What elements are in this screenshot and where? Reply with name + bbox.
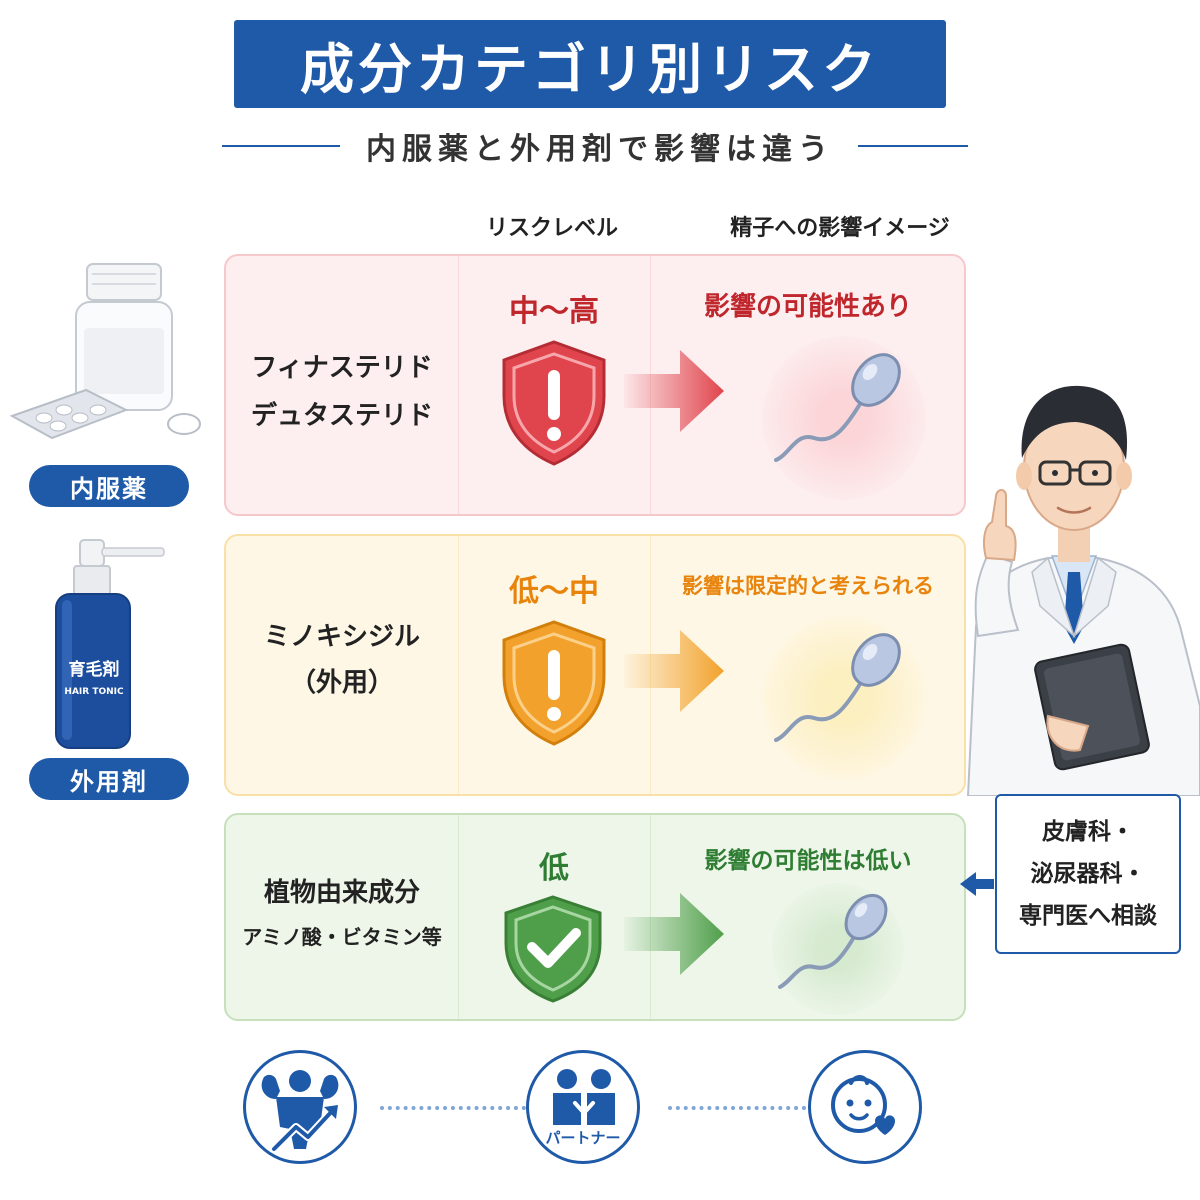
pill-bottle-icon	[9, 263, 201, 440]
strength-icon	[243, 1050, 357, 1164]
sperm-icon	[772, 883, 904, 1015]
ingredient-name: ミノキシジル （外用）	[263, 622, 420, 698]
arrow-right-icon	[624, 630, 724, 712]
risk-level-label: 低～中	[509, 574, 599, 609]
ingredient-name: 植物由来成分 アミノ酸・ビタミン等	[242, 878, 442, 949]
subtitle-rule-right	[858, 145, 968, 147]
warning-shield-icon	[502, 340, 606, 466]
bottle-label-jp: 育毛剤	[69, 659, 120, 680]
sperm-icon	[762, 336, 926, 500]
column-header-sperm-effect: 精子への影響イメージ	[730, 216, 950, 241]
ingredient-name: フィナステリド デュタステリド	[250, 353, 433, 431]
spray-bottle-icon: 育毛剤 HAIR TONIC	[55, 539, 165, 749]
subtitle: 内服薬と外用剤で影響は違う	[366, 132, 834, 167]
page-title: 成分カテゴリ別リスク	[234, 20, 946, 108]
risk-level-label: 低	[539, 851, 569, 886]
bottle-label-en: HAIR TONIC	[64, 687, 124, 697]
advice-box: 皮膚科・ 泌尿器科・ 専門医へ相談	[995, 794, 1181, 954]
risk-level-label: 中～高	[509, 294, 599, 329]
risk-row-high: フィナステリド デュタステリド 中～高 影響の可能性あり	[224, 254, 966, 516]
warning-shield-icon	[502, 620, 606, 746]
category-pill-topical: 外用剤	[29, 758, 189, 800]
category-pill-oral: 内服薬	[29, 465, 189, 507]
doctor-illustration	[966, 385, 1200, 796]
sperm-icon	[762, 616, 926, 780]
effect-label: 影響の可能性は低い	[704, 848, 912, 874]
pointer-arrow-icon	[960, 872, 994, 896]
baby-icon	[808, 1050, 922, 1164]
check-shield-icon	[504, 895, 602, 1003]
risk-row-medium: ミノキシジル （外用） 低～中 影響は限定的と考えられる	[224, 534, 966, 796]
dotted-connector-left	[380, 1106, 526, 1110]
partner-icon: パートナー	[526, 1050, 640, 1164]
dotted-connector-right	[668, 1106, 814, 1110]
effect-label: 影響は限定的と考えられる	[682, 574, 934, 598]
risk-row-low: 植物由来成分 アミノ酸・ビタミン等 低 影響の可能性は低い	[224, 813, 966, 1021]
arrow-right-icon	[624, 893, 724, 975]
partner-label: パートナー	[545, 1129, 621, 1147]
effect-label: 影響の可能性あり	[703, 292, 912, 322]
arrow-right-icon	[624, 350, 724, 432]
subtitle-rule-left	[222, 145, 340, 147]
column-header-risk-level: リスクレベル	[485, 216, 618, 241]
